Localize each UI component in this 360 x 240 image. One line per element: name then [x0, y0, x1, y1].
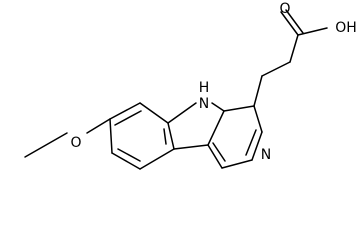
bond-pyrrole-c9a-n9 [211, 102, 225, 112]
bond-chain-2 [261, 61, 291, 77]
bond-pyrrole-n9-c8a [167, 102, 197, 124]
acid-carbonyl-oxygen-label: O [279, 1, 290, 17]
bond-cooh-c-o-double-a [280, 11, 299, 36]
bond-cooh-c-o-double-b [285, 9, 304, 34]
bond-pyr-c1-n [253, 105, 263, 133]
bond-benz-c8a-c8 [139, 102, 169, 124]
bond-benz-c6-c5 [111, 152, 141, 170]
bond-benz-c8-c7-double [114, 110, 142, 126]
bond-layer [24, 9, 328, 170]
bond-pyr-n-c3-double [245, 129, 257, 156]
acid-hydroxyl-label: OH [335, 20, 357, 36]
bond-chain-3 [253, 75, 263, 107]
pyridine-nitrogen-label: N [261, 147, 271, 163]
bond-benz-aromatic-inner [163, 128, 167, 145]
indole-nh-hydrogen-label: H [199, 80, 210, 96]
bond-pyr-c3-c4 [221, 159, 253, 169]
bond-benz-c5-c4b [139, 148, 175, 170]
bond-pyr-c4a-c9a [207, 110, 225, 146]
bond-methoxy-o-ch3 [24, 132, 68, 158]
bond-methoxy-c7-o [86, 118, 111, 134]
bond-benz-c6-c5-double [117, 148, 141, 162]
bond-chain-1 [289, 34, 299, 63]
bond-pyrrole-c4b-c4a [173, 144, 209, 150]
bond-benz-c8-c7 [109, 102, 141, 120]
indole-nitrogen-label: N [199, 96, 209, 112]
bond-pyr-c4-c4a [207, 144, 223, 169]
methoxy-oxygen-label: O [70, 135, 81, 151]
bond-pyr-c4-c4a-double [212, 142, 226, 162]
bond-benz-c7-c6 [109, 118, 113, 154]
molecule-structure: O OH H N N O [24, 1, 357, 170]
bond-pyr-n-c3 [251, 131, 263, 161]
bond-cooh-c-oh [297, 27, 328, 36]
label-layer: O OH H N N O [70, 1, 356, 163]
bond-pyr-c1-c9a [223, 105, 255, 112]
bond-pyrrole-c8a-c4b [167, 122, 175, 150]
